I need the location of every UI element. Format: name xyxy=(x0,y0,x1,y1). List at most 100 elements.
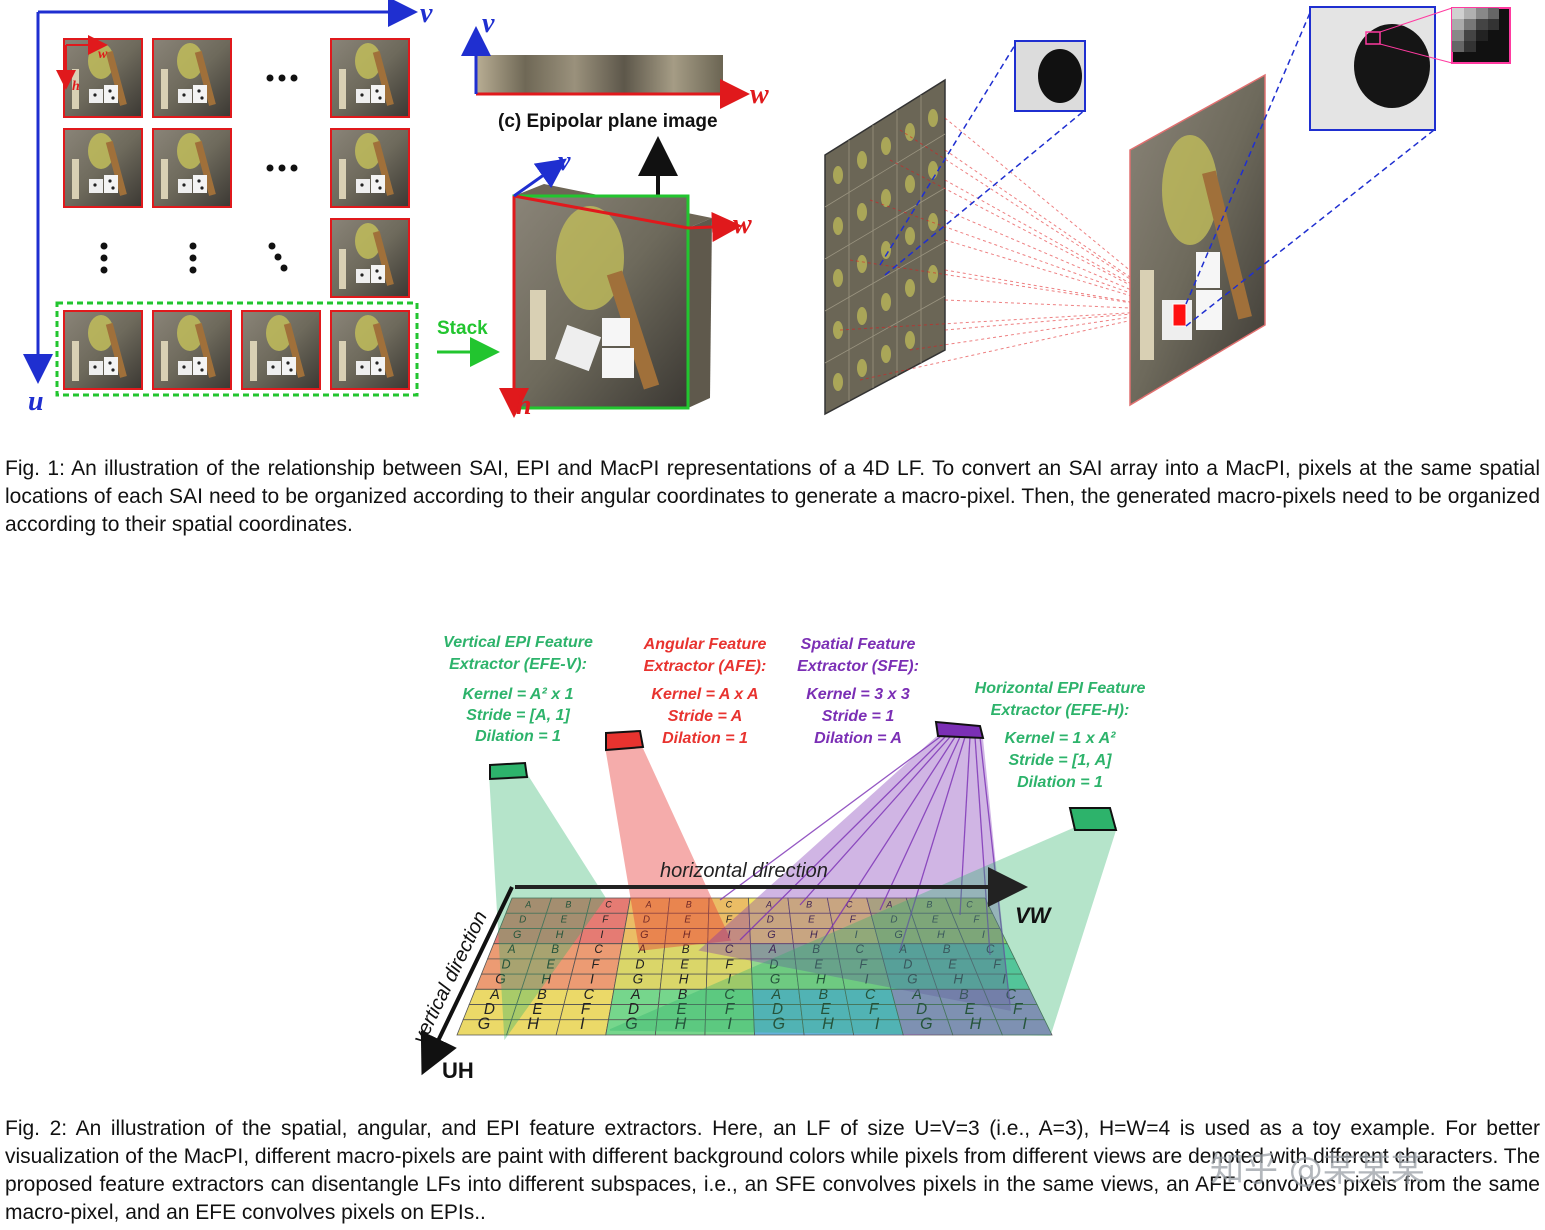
efe-v-label: Vertical EPI Feature Extractor (EFE-V): … xyxy=(443,634,593,745)
grid-cell-label: B xyxy=(926,899,932,909)
grid-cell-label: B xyxy=(943,943,951,956)
sfe-frustum xyxy=(698,720,1011,1011)
grid-cell-label: E xyxy=(680,957,689,971)
svg-text:Stride = 1: Stride = 1 xyxy=(822,708,895,725)
grid-cell-label: F xyxy=(592,957,601,971)
figure-1: v u w h Stack v w (c) Epipolar plane ima… xyxy=(23,0,1511,421)
svg-text:Dilation = A: Dilation = A xyxy=(814,730,902,747)
grid-cell-label: E xyxy=(821,1001,832,1018)
grid-cell-label: F xyxy=(581,1001,592,1018)
svg-text:Dilation = 1: Dilation = 1 xyxy=(662,730,748,747)
grid-cell-label: C xyxy=(594,943,603,956)
grid-cell-label: F xyxy=(859,957,868,971)
afe-frustum xyxy=(605,729,732,951)
grid-cell-label: D xyxy=(916,1001,927,1018)
grid-cell-label: I xyxy=(855,929,858,941)
grid-cell-label: C xyxy=(1006,987,1017,1003)
epi-image xyxy=(476,55,723,93)
svg-text:Kernel = A² x 1: Kernel = A² x 1 xyxy=(462,686,573,703)
lf-stack-cube xyxy=(512,184,712,410)
grid-cell-label: D xyxy=(502,957,511,971)
sai-array xyxy=(63,38,410,390)
grid-cell-label: G xyxy=(640,929,648,941)
svg-text:Spatial Feature: Spatial Feature xyxy=(801,636,916,653)
svg-text:Extractor (SFE):: Extractor (SFE): xyxy=(797,658,919,675)
grid-cell-label: I xyxy=(727,972,731,987)
svg-text:Horizontal EPI Feature: Horizontal EPI Feature xyxy=(975,680,1146,697)
grid-cell-label: A xyxy=(489,987,500,1003)
svg-text:Stride = [1, A]: Stride = [1, A] xyxy=(1009,752,1113,769)
grid-cell-label: E xyxy=(676,1001,687,1018)
grid-cell-label: B xyxy=(682,943,690,956)
grid-cell-label: F xyxy=(602,915,609,926)
grid-cell-label: I xyxy=(982,929,985,941)
grid-cell-label: H xyxy=(810,929,818,941)
svg-text:Dilation = 1: Dilation = 1 xyxy=(475,728,561,745)
grid-cell-label: A xyxy=(898,943,907,956)
watermark: 知乎 @某某某 xyxy=(1210,1150,1425,1190)
svg-text:Kernel = A x A: Kernel = A x A xyxy=(651,686,758,703)
sai-scene-panel xyxy=(1129,73,1266,407)
grid-cell-label: F xyxy=(725,1001,736,1018)
grid-cell-label: G xyxy=(495,972,506,987)
grid-cell-label: I xyxy=(875,1015,880,1033)
sfe-label: Spatial Feature Extractor (SFE): Kernel … xyxy=(797,636,919,747)
grid-cell-label: B xyxy=(818,987,828,1003)
grid-cell-label: H xyxy=(541,972,551,987)
pixel-zoom-inset xyxy=(1451,7,1511,64)
grid-cell-label: G xyxy=(894,929,902,941)
grid-cell-label: C xyxy=(726,899,733,909)
svg-text:Extractor (EFE-H):: Extractor (EFE-H): xyxy=(991,702,1130,719)
grid-cell-label: D xyxy=(628,1001,639,1018)
grid-cell-label: F xyxy=(869,1001,880,1018)
grid-cell-label: H xyxy=(953,972,963,987)
grid-cell-label: H xyxy=(970,1015,982,1033)
grid-cell-label: F xyxy=(725,957,734,971)
grid-cell-label: B xyxy=(959,987,969,1003)
vertical-direction-arrow xyxy=(420,886,514,1076)
grid-cell-label: B xyxy=(812,943,820,956)
macpi-panel xyxy=(824,78,946,416)
grid-cell-label: G xyxy=(907,972,918,987)
grid-cell-label: D xyxy=(890,915,897,926)
grid-cell-label: D xyxy=(635,957,644,971)
grid-cell-label: F xyxy=(726,915,733,926)
grid-cell-label: C xyxy=(725,943,734,956)
grid-cell-label: I xyxy=(727,1015,732,1033)
svg-text:Stride = [A, 1]: Stride = [A, 1] xyxy=(466,707,570,724)
grid-cell-label: C xyxy=(846,899,853,909)
svg-text:Kernel = 3 x 3: Kernel = 3 x 3 xyxy=(806,686,910,703)
svg-text:Vertical EPI Feature: Vertical EPI Feature xyxy=(443,634,593,651)
grid-cell-label: B xyxy=(686,899,692,909)
grid-cell-label: C xyxy=(966,899,973,909)
grid-cell-label: I xyxy=(580,1015,585,1033)
grid-cell-label: H xyxy=(822,1015,834,1033)
grid-cell-label: I xyxy=(728,929,731,941)
svg-text:Dilation = 1: Dilation = 1 xyxy=(1017,774,1103,791)
svg-text:Extractor (EFE-V):: Extractor (EFE-V): xyxy=(449,656,587,673)
horizontal-direction-label: horizontal direction xyxy=(660,860,828,882)
grid-cell-label: H xyxy=(675,1015,687,1033)
cube-axis-w: w xyxy=(733,209,752,240)
grid-cell-label: F xyxy=(993,957,1002,971)
grid-cell-label: H xyxy=(937,929,945,941)
grid-cell-label: H xyxy=(816,972,826,987)
grid-cell-label: A xyxy=(630,987,641,1003)
grid-cell-label: I xyxy=(1022,1015,1027,1033)
grid-cell-label: I xyxy=(865,972,869,987)
grid-cell xyxy=(995,1019,1053,1036)
grid-cell-label: G xyxy=(773,1015,786,1033)
grid-cell-label: B xyxy=(678,987,688,1003)
grid-cell-label: A xyxy=(885,899,892,909)
grid-cell-label: H xyxy=(556,929,564,941)
grid-cell-label: A xyxy=(645,899,652,909)
grid-cell-label: E xyxy=(532,1001,543,1018)
grid-cell-label: D xyxy=(484,1001,495,1018)
grid-cell-label: D xyxy=(643,915,650,926)
grid-cell-label: F xyxy=(973,915,980,926)
grid-cell-label: E xyxy=(814,957,823,971)
grid-cell-label: I xyxy=(590,972,594,987)
axis-uh-label: UH xyxy=(442,1058,474,1083)
cube-axis-v: v xyxy=(558,146,571,177)
